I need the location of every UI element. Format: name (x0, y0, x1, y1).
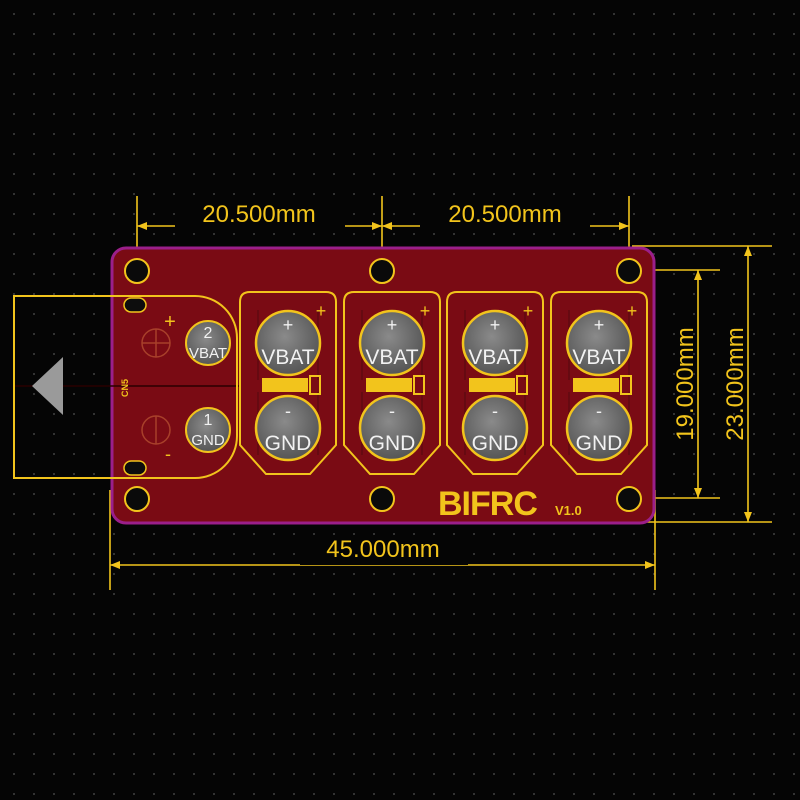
gnd-pad-label: GND (472, 432, 519, 455)
pad-groups: + + VBAT - GND + + VBAT - GND + + VBAT - GND + + VBAT - GND (239, 291, 648, 475)
pad-group-plus-mark: + (627, 301, 638, 321)
connector-pin-2-number: 2 (204, 325, 213, 342)
pad-group-outline (446, 291, 544, 475)
gnd-pad-label: GND (265, 432, 312, 455)
pad-group-plus-mark: + (523, 301, 534, 321)
pad-group-separator-notch (620, 375, 632, 395)
pad-group-separator-bar (469, 378, 515, 392)
gnd-pad-symbol: - (389, 401, 395, 421)
connector-pin-2-pad (185, 320, 231, 366)
mounting-hole-top-right (616, 258, 642, 284)
pad-group-separator-notch (516, 375, 528, 395)
connector-cn5: + - CN5 2 VBAT 1 GND (13, 295, 238, 479)
gnd-pad (254, 394, 322, 462)
gnd-pad (565, 394, 633, 462)
mounting-holes (124, 258, 642, 512)
connector-pin-1-label: GND (191, 432, 225, 449)
connector-slot-top (123, 297, 147, 313)
dim-label-right-inner: 19.000mm (672, 327, 699, 440)
connector-plus-symbol: + (164, 311, 176, 333)
vbat-pad-symbol: + (490, 315, 501, 335)
connector-pin-2-label: VBAT (189, 345, 227, 362)
connector-reference: CN5 (120, 379, 130, 397)
gnd-pad-label: GND (576, 432, 623, 455)
vbat-pad (358, 309, 426, 377)
connector-minus-symbol: - (165, 444, 171, 464)
gnd-pad (358, 394, 426, 462)
vbat-pad-symbol: + (283, 315, 294, 335)
vbat-pad-label: VBAT (261, 346, 314, 369)
pad-group-outline (550, 291, 648, 475)
dim-label-top-left: 20.500mm (202, 201, 315, 228)
brand-version: V1.0 (555, 503, 582, 518)
vbat-pad (461, 309, 529, 377)
mounting-hole-bottom-center (369, 486, 395, 512)
gnd-pad (461, 394, 529, 462)
pad-group: + + VBAT - GND (343, 291, 441, 475)
mounting-hole-bottom-right (616, 486, 642, 512)
pad-group: + + VBAT - GND (239, 291, 337, 475)
pad-group: + + VBAT - GND (550, 291, 648, 475)
brand-logo: BIFRC (438, 485, 537, 523)
gnd-pad-symbol: - (285, 401, 291, 421)
mounting-hole-top-center (369, 258, 395, 284)
mounting-hole-bottom-left (124, 486, 150, 512)
connector-key-triangle (32, 357, 63, 415)
connector-pin-1-number: 1 (204, 412, 213, 429)
mounting-hole-top-left (124, 258, 150, 284)
connector-pin-1-pad (185, 407, 231, 453)
gnd-pad-label: GND (369, 432, 416, 455)
pad-group: + + VBAT - GND (446, 291, 544, 475)
pad-group-outline (239, 291, 337, 475)
pad-group-plus-mark: + (420, 301, 431, 321)
pad-group-outline (343, 291, 441, 475)
vbat-pad-symbol: + (387, 315, 398, 335)
pad-group-separator-bar (573, 378, 619, 392)
pad-group-separator-bar (366, 378, 412, 392)
dim-label-right-outer: 23.000mm (722, 327, 749, 440)
pad-group-separator-bar (262, 378, 308, 392)
dim-label-top-right: 20.500mm (448, 201, 561, 228)
vbat-pad (565, 309, 633, 377)
connector-slot-bottom (123, 460, 147, 476)
vbat-pad (254, 309, 322, 377)
vbat-pad-symbol: + (594, 315, 605, 335)
dimension-arrows (110, 222, 752, 569)
dim-label-bottom: 45.000mm (326, 536, 439, 563)
gnd-pad-symbol: - (492, 401, 498, 421)
vbat-pad-label: VBAT (468, 346, 521, 369)
vbat-pad-label: VBAT (365, 346, 418, 369)
pad-group-plus-mark: + (316, 301, 327, 321)
pad-group-separator-notch (309, 375, 321, 395)
vbat-pad-label: VBAT (572, 346, 625, 369)
pad-group-separator-notch (413, 375, 425, 395)
connector-outline (13, 295, 238, 479)
gnd-pad-symbol: - (596, 401, 602, 421)
